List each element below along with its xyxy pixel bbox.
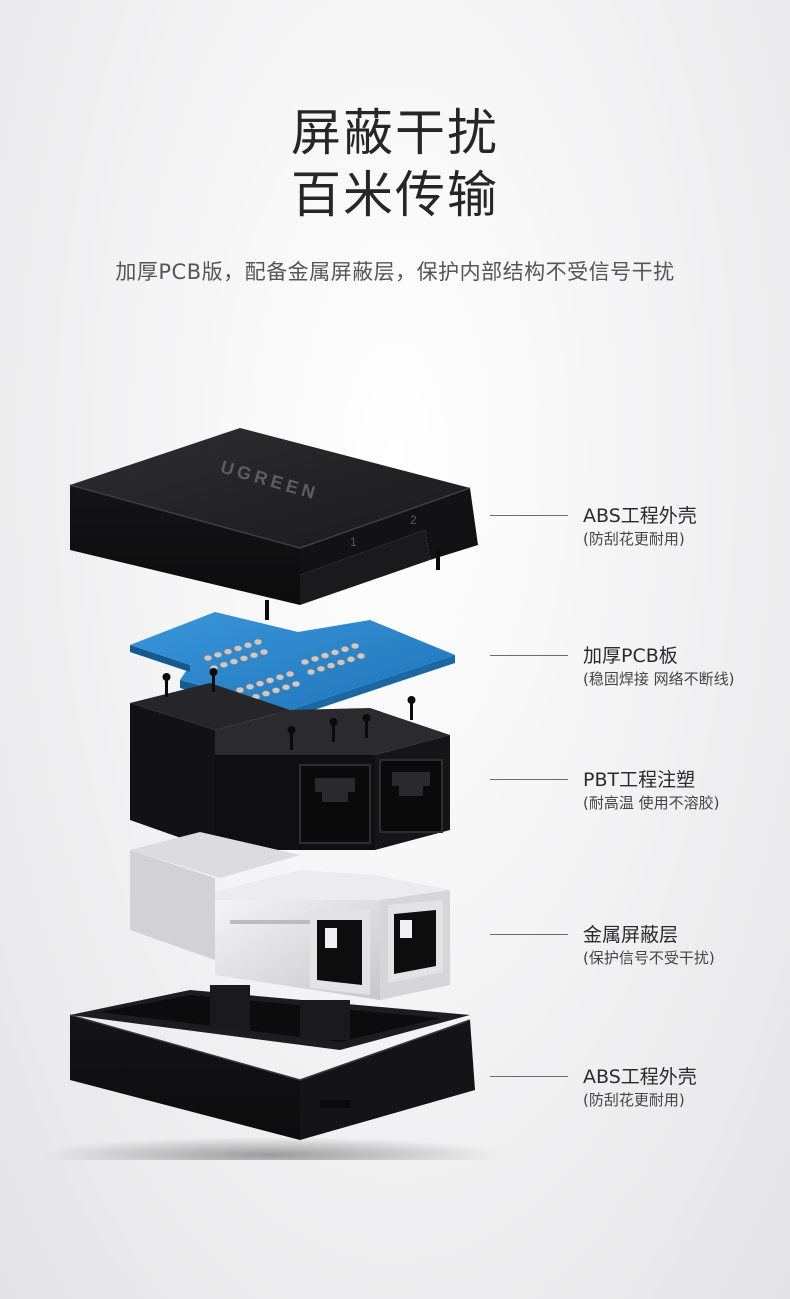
solder-pin (350, 642, 360, 650)
solder-pin (235, 686, 245, 694)
pbt-pin (290, 730, 293, 750)
pbt-pin (165, 677, 168, 697)
port-number-2: 2 (410, 513, 417, 527)
callout-note: (耐高温 使用不溶胶) (583, 794, 720, 812)
solder-pin (253, 638, 263, 646)
pbt-pin-head (162, 673, 171, 681)
leader-line-pcb (490, 655, 568, 656)
leader-line-pbt (490, 779, 568, 780)
solder-pin (229, 658, 239, 665)
top-cover: UGREEN 1 2 (69, 428, 478, 620)
pbt-pin-head (329, 718, 338, 726)
solder-pin (275, 673, 285, 681)
solder-pin (243, 641, 253, 649)
callout-note: (防刮花更耐用) (583, 1091, 685, 1109)
solder-pin (223, 648, 233, 655)
callout-title: ABS工程外壳 (583, 505, 697, 527)
solder-pin (259, 648, 269, 656)
callout-note: (稳固焊接 网络不断线) (583, 670, 735, 688)
subtitle: 加厚PCB版，配备金属屏蔽层，保护内部结构不受信号干扰 (115, 260, 675, 284)
callout-title: PBT工程注塑 (583, 769, 696, 791)
pbt-pin-head (287, 726, 296, 734)
solder-pin (300, 658, 310, 666)
solder-pin (330, 649, 340, 656)
callout-shield: 金属屏蔽层 (保护信号不受干扰) (583, 923, 715, 969)
callout-top-cover: ABS工程外壳 (防刮花更耐用) (583, 504, 697, 550)
solder-pin (261, 690, 271, 697)
solder-pin (316, 665, 326, 673)
solder-pin (346, 655, 356, 663)
callout-title: ABS工程外壳 (583, 1066, 697, 1088)
solder-pin (336, 659, 346, 666)
callout-note: (保护信号不受干扰) (583, 949, 715, 967)
bottom-shell (69, 985, 475, 1140)
callout-note: (防刮花更耐用) (583, 530, 685, 548)
pbt-pin-head (209, 668, 218, 676)
leader-line-bottom-shell (490, 1076, 568, 1077)
solder-pin (255, 680, 265, 687)
solder-pin (285, 670, 295, 678)
solder-pin (265, 677, 275, 684)
floor-shadow (40, 1137, 500, 1160)
callout-bottom-shell: ABS工程外壳 (防刮花更耐用) (583, 1065, 697, 1111)
solder-pin (219, 661, 229, 669)
leader-line-top-cover (490, 515, 568, 516)
port-number-1: 1 (350, 535, 357, 549)
pbt-housing (130, 668, 450, 850)
solder-pin (306, 668, 316, 676)
solder-pin (281, 683, 291, 691)
solder-pin (320, 652, 330, 659)
callout-pcb: 加厚PCB板 (稳固焊接 网络不断线) (583, 644, 734, 690)
solder-pin (291, 680, 301, 688)
callout-title: 金属屏蔽层 (583, 924, 679, 946)
solder-pin (213, 651, 223, 659)
pbt-pin-head (362, 714, 371, 722)
solder-pin (249, 651, 259, 659)
pbt-pin-head (407, 696, 416, 704)
solder-pin (239, 655, 249, 662)
headline-line-2: 百米传输 (291, 166, 499, 224)
solder-pin (271, 687, 281, 694)
metal-shield (130, 832, 450, 1000)
exploded-coupler-illustration: UGREEN 1 2 (40, 428, 500, 1160)
pbt-pin (212, 672, 215, 692)
solder-pin (245, 683, 255, 691)
solder-pin (340, 645, 350, 653)
pbt-pin (410, 700, 413, 720)
callout-title: 加厚PCB板 (583, 645, 678, 667)
solder-pin (203, 654, 213, 662)
solder-pin (326, 662, 336, 669)
headline-line-1: 屏蔽干扰 (291, 104, 499, 162)
solder-pin (356, 652, 366, 660)
solder-pin (310, 655, 320, 663)
leader-line-shield (490, 934, 568, 935)
pbt-pin (332, 722, 335, 742)
solder-pin (233, 645, 243, 652)
pbt-pin (365, 718, 368, 738)
callout-pbt: PBT工程注塑 (耐高温 使用不溶胶) (583, 768, 719, 814)
